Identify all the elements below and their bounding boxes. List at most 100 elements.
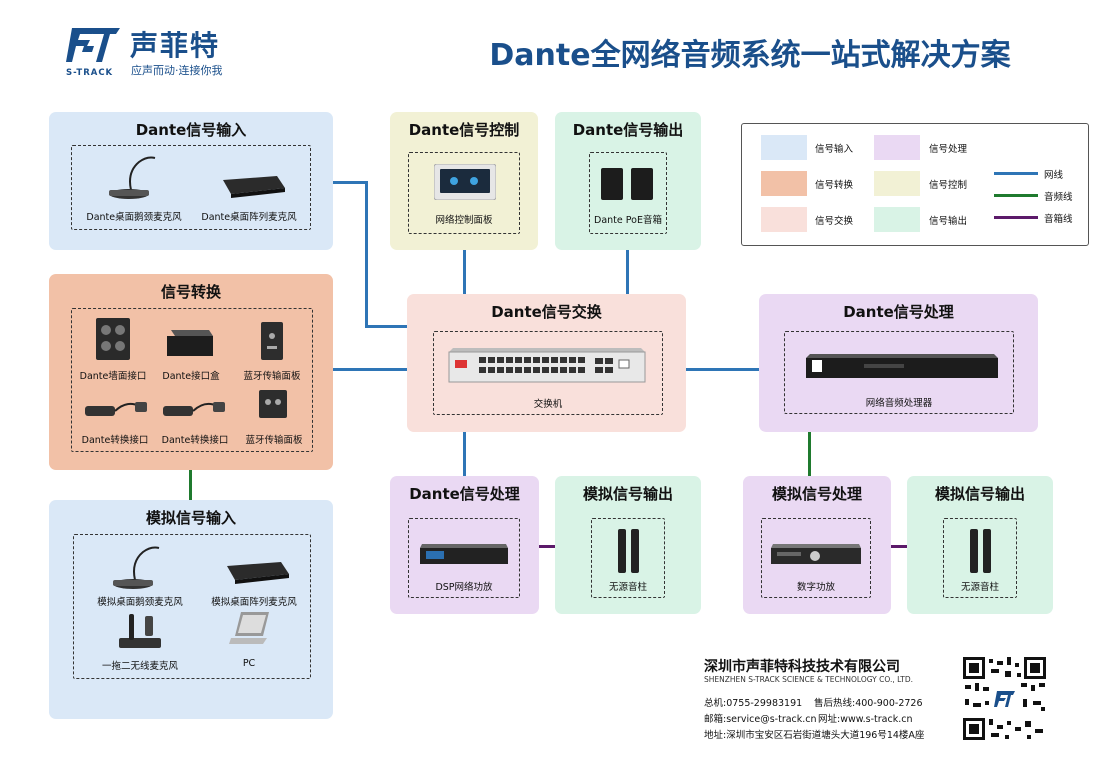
dante-adapter-icon xyxy=(163,402,225,416)
array-mic-icon xyxy=(223,176,285,198)
column-speaker-icon xyxy=(618,529,639,573)
device-label: Dante墙面接口 xyxy=(79,371,147,382)
company-email: 邮箱:service@s-track.cn xyxy=(704,714,817,725)
group-title: 信号转换 xyxy=(160,283,221,301)
bluetooth-panel-icon xyxy=(259,390,287,418)
group-dante-input: Dante信号输入 Dante桌面鹅颈麦克风 Dante桌面阵列麦克风 xyxy=(49,112,333,250)
brand-name: 声菲特 xyxy=(130,29,221,62)
device-frame xyxy=(784,331,1014,414)
company-hotline: 售后热线:400-900-2726 xyxy=(814,698,923,709)
device-frame xyxy=(408,518,520,598)
device-frame xyxy=(71,308,313,452)
network-line xyxy=(463,432,466,476)
legend-swatch xyxy=(874,207,920,232)
company-name-en: SHENZHEN S-TRACK SCIENCE & TECHNOLOGY CO… xyxy=(704,675,914,684)
group-title: Dante信号处理 xyxy=(843,303,954,321)
company-address: 地址:深圳市宝安区石岩街道塘头大道196号14楼A座 xyxy=(704,730,925,741)
group-title: Dante信号输出 xyxy=(572,121,684,139)
legend-label: 信号处理 xyxy=(929,144,968,155)
speaker-line xyxy=(891,545,907,548)
device-label: 模拟桌面鹅颈麦克风 xyxy=(97,597,183,608)
legend-label: 音箱线 xyxy=(1044,214,1073,225)
network-line xyxy=(333,181,367,184)
device-label: 蓝牙传输面板 xyxy=(245,435,303,446)
device-frame xyxy=(761,518,871,598)
device-label: 无源音柱 xyxy=(960,582,999,593)
device-label: DSP网络功放 xyxy=(435,582,493,593)
dsp-amplifier-icon xyxy=(420,544,508,564)
digital-amplifier-icon xyxy=(771,544,861,564)
array-mic-icon xyxy=(227,562,289,584)
legend-swatch xyxy=(874,171,920,196)
device-label: Dante桌面鹅颈麦克风 xyxy=(86,212,182,223)
network-line xyxy=(365,181,368,327)
speaker-icon xyxy=(601,168,653,200)
legend-label: 信号输入 xyxy=(815,144,854,155)
company-name: 深圳市声菲特科技技术有限公司 xyxy=(704,659,900,675)
qr-code-icon xyxy=(961,655,1048,742)
device-label: Dante PoE音箱 xyxy=(594,215,662,226)
group-title: Dante信号输入 xyxy=(135,121,247,139)
device-label: 网络音频处理器 xyxy=(865,398,933,409)
device-frame xyxy=(71,145,311,230)
laptop-icon xyxy=(229,612,269,644)
group-title: Dante信号控制 xyxy=(408,121,520,139)
group-title: Dante信号处理 xyxy=(409,485,520,503)
slogan: 应声而动·连接你我 xyxy=(131,64,223,77)
logo: S-TRACK xyxy=(66,24,126,78)
group-conversion: 信号转换 Dante墙面接口 Dante接口盒 蓝牙传输面板 Dante转换接口… xyxy=(49,274,333,470)
device-label: PC xyxy=(242,658,256,669)
control-panel-icon xyxy=(434,164,496,200)
legend-label: 信号转换 xyxy=(815,180,854,191)
group-analog-input: 模拟信号输入 模拟桌面鹅颈麦克风 模拟桌面阵列麦克风 一拖二无线麦克风 PC xyxy=(49,500,333,719)
legend-label: 音频线 xyxy=(1044,192,1073,203)
audio-line xyxy=(189,470,192,501)
device-frame xyxy=(433,331,663,415)
wireless-mic-icon xyxy=(119,614,161,648)
speaker-line xyxy=(539,545,555,548)
device-label: 一拖二无线麦克风 xyxy=(101,661,178,672)
gooseneck-mic-icon xyxy=(109,156,156,199)
legend-label: 信号控制 xyxy=(929,180,968,191)
logo-subtext: S-TRACK xyxy=(66,68,114,78)
page-title: Dante全网络音频系统一站式解决方案 xyxy=(489,38,1011,73)
group-analog-output-1: 模拟信号输出 无源音柱 xyxy=(555,476,701,614)
network-line xyxy=(365,325,407,328)
group-analog-output-2: 模拟信号输出 无源音柱 xyxy=(907,476,1053,614)
logo-mark-icon xyxy=(66,28,120,62)
bluetooth-panel-icon xyxy=(261,322,283,360)
device-frame xyxy=(589,152,667,234)
device-frame xyxy=(943,518,1017,598)
device-label: Dante转换接口 xyxy=(161,435,229,446)
legend-label: 信号交换 xyxy=(815,216,854,227)
device-label: 交换机 xyxy=(533,399,563,410)
group-control: Dante信号控制 网络控制面板 xyxy=(390,112,538,250)
device-label: 网络控制面板 xyxy=(435,215,493,226)
legend-line-network xyxy=(994,172,1038,175)
device-label: 数字功放 xyxy=(796,582,835,593)
device-frame xyxy=(591,518,665,598)
dante-adapter-icon xyxy=(85,402,147,416)
group-analog-processing: 模拟信号处理 数字功放 xyxy=(743,476,891,614)
legend-line-speaker xyxy=(994,216,1038,219)
network-line xyxy=(463,250,466,294)
device-label: Dante桌面阵列麦克风 xyxy=(201,212,297,223)
network-line xyxy=(333,368,407,371)
interface-box-icon xyxy=(167,330,213,356)
group-title: 模拟信号输出 xyxy=(582,485,673,503)
device-label: 模拟桌面阵列麦克风 xyxy=(211,597,297,608)
device-label: Dante转换接口 xyxy=(81,435,149,446)
column-speaker-icon xyxy=(970,529,991,573)
legend: 信号输入 信号处理 信号转换 信号控制 信号交换 信号输出 网线 音频线 音箱线 xyxy=(741,123,1089,246)
network-line xyxy=(626,250,629,294)
network-line xyxy=(686,368,760,371)
legend-label: 网线 xyxy=(1044,170,1064,181)
gooseneck-mic-icon xyxy=(113,546,160,589)
legend-swatch xyxy=(761,171,807,196)
group-title: Dante信号交换 xyxy=(491,303,602,321)
audio-line xyxy=(808,432,811,476)
group-dante-output: Dante信号输出 Dante PoE音箱 xyxy=(555,112,701,250)
audio-processor-icon xyxy=(806,354,998,378)
device-frame xyxy=(73,534,311,679)
legend-line-audio xyxy=(994,194,1038,197)
